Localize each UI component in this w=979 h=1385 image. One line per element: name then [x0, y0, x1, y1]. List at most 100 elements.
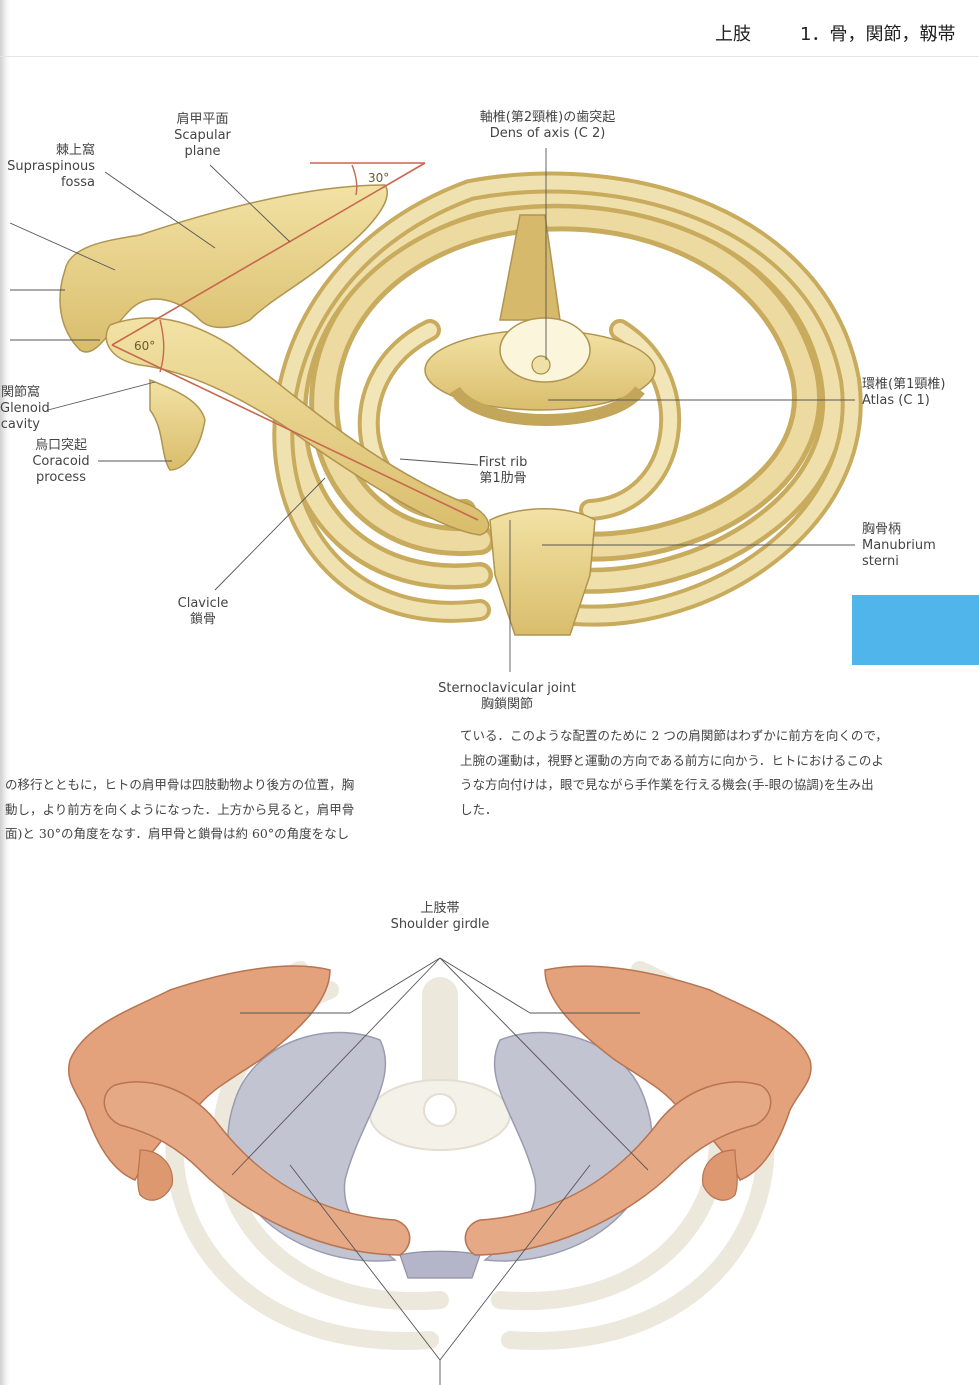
label-glenoid-en2: cavity [0, 417, 40, 432]
label-dens-en: Dens of axis (C 2) [489, 126, 606, 141]
clavicle-axis-line [111, 344, 479, 521]
label-atlas-jp: 環椎(第1頸椎) [862, 377, 946, 392]
label-sternoclavicular-jp: 胸鎖関節 [480, 697, 533, 712]
label-scapular-plane-jp: 肩甲平面 [176, 112, 229, 127]
label-first-rib: First rib 第1肋骨 [468, 455, 538, 487]
label-sternoclavicular-joint: Sternoclavicular joint 胸鎖関節 [432, 681, 582, 713]
leader-rib-left [289, 1164, 441, 1361]
body-text-right-line-3: うな方向付けは，眼で見ながら手作業を行える機会(手-眼の協調)を生み出 [460, 777, 874, 792]
page-header: 上肢 1．骨，関節，靱帯 [0, 0, 979, 57]
first-rib-right-gray [483, 1031, 653, 1262]
superior-view-illustration [9, 148, 863, 672]
label-shoulder-girdle-jp: 上肢帯 [420, 901, 460, 916]
bg-rib-outer-left [165, 961, 439, 1350]
body-text-right: ている．このような配置のために 2 つの肩関節はわずかに前方を向くので， 上腕の… [460, 724, 888, 822]
body-text-right-line-4: した． [460, 801, 498, 817]
label-clavicle-jp: 鎖骨 [189, 612, 216, 627]
body-text-left-line-1: の移行とともに，ヒトの肩甲骨は四肢動物より後方の位置，胸 [5, 777, 355, 792]
clavicle-left [103, 1081, 411, 1256]
manubrium-sterni [489, 508, 596, 636]
angle-60-arc [159, 319, 165, 373]
coracoid-process-shape [149, 378, 206, 471]
label-manubrium: 胸骨柄 Manubrium sterni [862, 522, 972, 570]
label-manubrium-en1: Manubrium [862, 538, 936, 553]
rib-2-highlight [285, 186, 843, 590]
label-atlas: 環椎(第1頸椎) Atlas (C 1) [862, 377, 972, 409]
leader-girdle-right [439, 957, 649, 1171]
label-supraspinous-en2: fossa [60, 175, 95, 190]
scapula-left [68, 965, 331, 1181]
label-scapular-plane-en2: plane [184, 144, 221, 159]
scapula-right [544, 965, 812, 1181]
label-manubrium-jp: 胸骨柄 [862, 522, 902, 537]
label-sternoclavicular-en: Sternoclavicular joint [438, 681, 576, 696]
clavicle-right [464, 1081, 772, 1256]
label-coracoid-en1: Coracoid [32, 454, 90, 469]
label-supraspinous-en1: Supraspinous [7, 159, 95, 174]
bg-rib-right [491, 981, 728, 1311]
body-text-left-line-2: 動し，より前方を向くようになった．上方から見ると，肩甲骨 [5, 801, 355, 817]
label-coracoid-en2: process [36, 470, 86, 485]
leader-girdle-left [231, 957, 441, 1176]
label-supraspinous-fossa: 棘上窩 Supraspinous fossa [5, 143, 95, 191]
label-clavicle: Clavicle 鎖骨 [168, 596, 238, 628]
vertebral-foramen [499, 317, 591, 383]
atlas-arch [449, 385, 645, 426]
label-dens-jp: 軸椎(第2頸椎)の歯突起 [479, 110, 616, 125]
label-clavicle-en: Clavicle [177, 596, 229, 611]
bg-rib-outer-right [501, 961, 775, 1350]
label-atlas-en: Atlas (C 1) [862, 393, 930, 408]
background-skeleton [165, 961, 775, 1350]
dens-of-axis [531, 355, 551, 375]
label-scapular-plane: 肩甲平面 Scapular plane [160, 112, 245, 160]
body-text-right-line-1: ている．このような配置のために 2 つの肩関節はわずかに前方を向くので， [460, 728, 888, 743]
leader-rib-right [439, 1164, 591, 1361]
label-dens-of-axis: 軸椎(第2頸椎)の歯突起 Dens of axis (C 2) [455, 110, 640, 142]
first-rib-left-gray [227, 1031, 397, 1262]
angle-60-label: 60° [134, 339, 156, 353]
rib-cage [272, 171, 863, 627]
body-text-left-line-3: 面)と 30°の角度をなす．肩甲骨と鎖骨は約 60°の角度をなし [5, 826, 350, 841]
rib-3-highlight [276, 175, 859, 623]
header-section-title: 上肢 [715, 24, 751, 45]
scapular-plane-line [111, 162, 426, 346]
chapter-index-tab [852, 595, 979, 665]
bg-vertebral-foramen [423, 1093, 457, 1127]
angle-30-arc [351, 164, 358, 196]
leader-glenoid [47, 381, 156, 411]
leader-girdle-from-left-scapula [349, 957, 441, 1014]
header-chapter-title: 1．骨，関節，靱帯 [800, 24, 956, 45]
label-supraspinous-jp: 棘上窩 [55, 143, 95, 158]
bg-rib-left [212, 981, 449, 1311]
cervical-spine [424, 214, 656, 426]
leader-lines [9, 148, 855, 672]
leader-scapular-plane [209, 164, 291, 243]
manubrium-gray [399, 1250, 481, 1279]
bg-vertebra [369, 1079, 511, 1151]
label-first-rib-en: First rib [478, 455, 528, 470]
label-shoulder-girdle-en: Shoulder girdle [390, 917, 490, 932]
label-glenoid-jp: 関節窩 [0, 385, 40, 400]
label-first-rib-jp: 第1肋骨 [479, 471, 527, 486]
angle-30-label: 30° [368, 171, 390, 185]
label-manubrium-en2: sterni [862, 554, 899, 569]
label-coracoid-process: 烏口突起 Coracoid process [25, 438, 97, 486]
angle-arcs [159, 164, 358, 373]
leader-clavicle [214, 477, 326, 591]
body-text-right-line-2: 上腕の運動は，視野と運動の方向である前方に向かう．ヒトにおけるこのよ [460, 752, 884, 768]
label-glenoid-en1: Glenoid [0, 401, 50, 416]
body-text-left: の移行とともに，ヒトの肩甲骨は四肢動物より後方の位置，胸 動し，より前方を向くよ… [5, 773, 354, 847]
leader-first-rib [399, 458, 479, 466]
label-glenoid-cavity: 関節窩 Glenoid cavity [0, 385, 50, 433]
leader-girdle-from-right-scapula [439, 957, 531, 1014]
coracoid-left [137, 1149, 173, 1201]
label-coracoid-jp: 烏口突起 [34, 438, 87, 453]
coracoid-right [702, 1149, 738, 1201]
label-shoulder-girdle: 上肢帯 Shoulder girdle [370, 901, 510, 933]
label-scapular-plane-en1: Scapular [174, 128, 231, 143]
leader-edge-1 [9, 222, 116, 271]
scapula [59, 184, 388, 353]
shoulder-girdle-leaders [231, 957, 649, 1385]
leader-supraspinous [104, 171, 216, 249]
page-binding-edge [0, 0, 10, 1385]
